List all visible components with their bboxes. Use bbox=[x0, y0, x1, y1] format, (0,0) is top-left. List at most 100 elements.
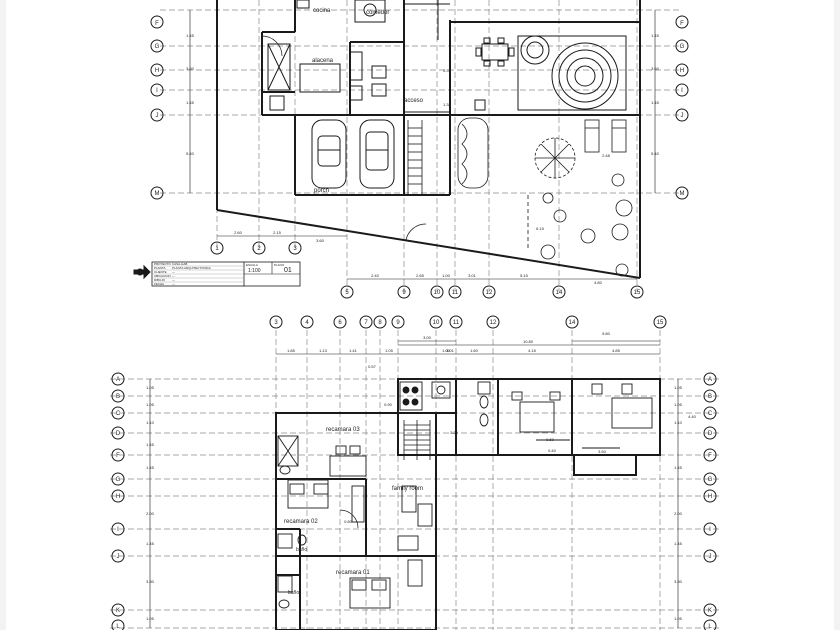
bottom-stair bbox=[403, 420, 431, 460]
svg-text:PLANTA: PLANTA bbox=[154, 266, 165, 270]
top-axis-bubbles bbox=[150, 15, 689, 299]
svg-text:14: 14 bbox=[556, 290, 563, 296]
svg-text:0.57: 0.57 bbox=[368, 364, 377, 369]
svg-text:1.45: 1.45 bbox=[146, 541, 155, 546]
room-label-comedor: comedor bbox=[366, 10, 389, 16]
svg-text:1.41: 1.41 bbox=[349, 348, 358, 353]
room-label-cocina: cocina bbox=[313, 8, 331, 14]
svg-text:G: G bbox=[680, 44, 685, 50]
svg-text:CASA-HAB: CASA-HAB bbox=[172, 262, 187, 266]
svg-text:9.80: 9.80 bbox=[602, 331, 611, 336]
svg-text:1.00: 1.00 bbox=[442, 348, 451, 353]
svg-text:5.40: 5.40 bbox=[651, 151, 660, 156]
svg-text:2: 2 bbox=[257, 246, 261, 252]
room-label-bano-01: baño bbox=[288, 590, 299, 596]
access-stair bbox=[405, 120, 427, 241]
svg-text:PROYECTO: PROYECTO bbox=[154, 262, 171, 266]
terrace bbox=[474, 35, 627, 111]
svg-text:4.15: 4.15 bbox=[528, 348, 537, 353]
north-arrow-icon bbox=[133, 264, 151, 280]
svg-text:2.15: 2.15 bbox=[273, 230, 282, 235]
svg-text:—: — bbox=[172, 274, 175, 278]
svg-text:G: G bbox=[155, 44, 160, 50]
svg-text:2.60: 2.60 bbox=[234, 230, 243, 235]
svg-text:2.00: 2.00 bbox=[146, 511, 155, 516]
svg-text:11: 11 bbox=[453, 320, 460, 326]
svg-text:2.40: 2.40 bbox=[371, 273, 380, 278]
svg-text:PLANO: PLANO bbox=[274, 263, 285, 267]
svg-text:1.13: 1.13 bbox=[319, 348, 328, 353]
bottom-dimension-lines bbox=[149, 340, 679, 628]
room-label-alacena: alacena bbox=[312, 58, 334, 64]
svg-text:—: — bbox=[172, 282, 175, 286]
svg-text:I: I bbox=[681, 88, 683, 94]
svg-text:4: 4 bbox=[305, 320, 309, 326]
svg-text:1.45: 1.45 bbox=[674, 541, 683, 546]
svg-text:H: H bbox=[116, 494, 120, 500]
room-label-bano-02: baño bbox=[296, 547, 307, 553]
svg-text:G: G bbox=[116, 477, 121, 483]
sheet-right-border bbox=[834, 0, 840, 630]
svg-text:1.85: 1.85 bbox=[287, 348, 296, 353]
svg-text:1.05: 1.05 bbox=[385, 348, 394, 353]
svg-text:1.05: 1.05 bbox=[146, 402, 155, 407]
svg-text:10.80: 10.80 bbox=[523, 339, 534, 344]
svg-text:0.80: 0.80 bbox=[344, 519, 353, 524]
svg-text:12: 12 bbox=[490, 320, 497, 326]
top-dimension-values: 1.45 3.60 1.45 5.40 1.45 3.60 1.45 5.40 … bbox=[186, 33, 660, 285]
svg-text:3: 3 bbox=[293, 246, 297, 252]
svg-text:6.15: 6.15 bbox=[536, 226, 545, 231]
svg-text:G: G bbox=[708, 477, 713, 483]
top-col-axis-labels: 1 2 3 5 9 10 11 12 14 15 bbox=[215, 246, 641, 296]
svg-text:2.48: 2.48 bbox=[602, 153, 611, 158]
bottom-fixtures bbox=[277, 381, 653, 609]
room-label-recamara-03: recamara 03 bbox=[326, 427, 360, 433]
svg-text:1.45: 1.45 bbox=[146, 465, 155, 470]
svg-text:H: H bbox=[155, 68, 159, 74]
svg-text:F: F bbox=[708, 453, 712, 459]
svg-text:0.90: 0.90 bbox=[384, 402, 393, 407]
svg-text:4.80: 4.80 bbox=[594, 280, 603, 285]
scale-value: 1:100 bbox=[248, 268, 261, 274]
svg-text:1.05: 1.05 bbox=[674, 385, 683, 390]
bottom-col-axis-labels: 3 4 6 7 8 9 10 11 12 14 15 bbox=[274, 320, 664, 326]
top-plan-labels: cocina comedor alacena acceso porch F G … bbox=[155, 8, 685, 296]
svg-text:H: H bbox=[708, 494, 712, 500]
svg-text:B: B bbox=[708, 394, 712, 400]
svg-text:14: 14 bbox=[569, 320, 576, 326]
svg-text:1.45: 1.45 bbox=[186, 33, 195, 38]
svg-text:I: I bbox=[117, 527, 119, 533]
svg-text:3.20: 3.20 bbox=[450, 430, 459, 435]
svg-text:1.05: 1.05 bbox=[146, 616, 155, 621]
svg-text:J: J bbox=[117, 554, 120, 560]
svg-text:—: — bbox=[172, 278, 175, 282]
svg-text:11: 11 bbox=[452, 290, 459, 296]
svg-text:I: I bbox=[156, 88, 158, 94]
room-label-acceso: acceso bbox=[404, 98, 424, 104]
svg-text:D: D bbox=[116, 431, 121, 437]
svg-text:K: K bbox=[708, 608, 712, 614]
svg-text:3.60: 3.60 bbox=[316, 238, 325, 243]
bottom-walls bbox=[275, 378, 661, 630]
garage-cars bbox=[311, 119, 395, 189]
svg-text:10: 10 bbox=[433, 320, 440, 326]
room-label-porch: porch bbox=[314, 188, 329, 194]
svg-text:1.05: 1.05 bbox=[674, 402, 683, 407]
svg-text:1.45: 1.45 bbox=[146, 442, 155, 447]
svg-text:H: H bbox=[680, 68, 684, 74]
svg-text:1.45: 1.45 bbox=[674, 465, 683, 470]
svg-text:6: 6 bbox=[338, 320, 342, 326]
svg-text:CLIENTE: CLIENTE bbox=[154, 270, 167, 274]
top-furniture bbox=[261, 0, 450, 113]
title-block: PROYECTO PLANTA CLIENTE UBICACION DIBUJO… bbox=[133, 261, 301, 287]
svg-text:9: 9 bbox=[402, 290, 406, 296]
svg-text:3.60: 3.60 bbox=[186, 66, 195, 71]
svg-text:5.15: 5.15 bbox=[520, 273, 529, 278]
svg-text:1.60: 1.60 bbox=[470, 348, 479, 353]
top-row-axis-labels: F G H I J M F G H I J M bbox=[155, 21, 685, 197]
top-grid-cols bbox=[216, 0, 638, 292]
svg-text:1.45: 1.45 bbox=[186, 100, 195, 105]
svg-text:3: 3 bbox=[274, 320, 278, 326]
svg-text:1.00: 1.00 bbox=[442, 273, 451, 278]
svg-text:D: D bbox=[708, 431, 713, 437]
